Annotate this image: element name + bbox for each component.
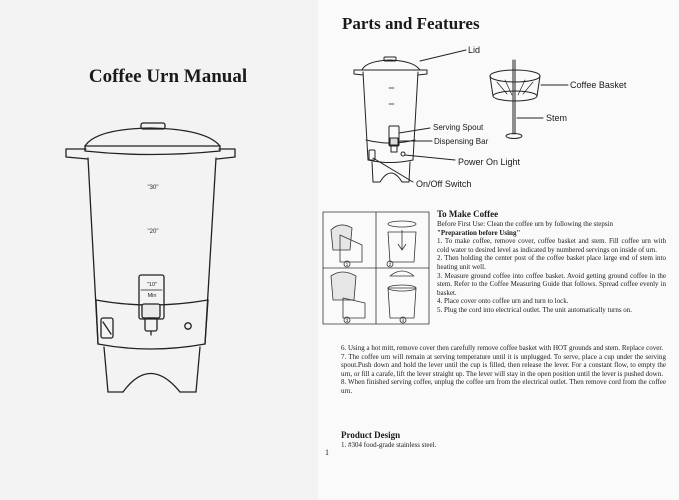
step-1: 1. To make coffee, remove cover, coffee … <box>437 237 666 254</box>
window-min-marking: Min <box>148 293 157 299</box>
step-2: 2. Then holding the center post of the c… <box>437 254 666 271</box>
label-stem: Stem <box>546 113 568 123</box>
level-20-marking: "20" <box>148 229 159 235</box>
step-number-1: 1 <box>346 262 349 267</box>
instructions-narrow: Before First Use: Clean the coffee urn b… <box>437 220 666 315</box>
parts-diagram <box>353 49 569 183</box>
coffee-urn-illustration: "30" "20" "10" Min <box>65 122 236 393</box>
intro-line-1: Before First Use: Clean the coffee urn b… <box>437 220 613 228</box>
step-4: 4. Place cover onto coffee urn and turn … <box>437 297 569 306</box>
step-5: 5. Plug the cord into electrical outlet.… <box>437 305 633 314</box>
level-30-marking: "30" <box>148 185 159 191</box>
product-design-list: 1. #304 food-grade stainless steel. <box>341 441 666 450</box>
step-number-4: 4 <box>402 318 405 323</box>
label-on-off-switch: On/Off Switch <box>416 179 472 189</box>
label-coffee-basket: Coffee Basket <box>570 80 627 90</box>
parts-and-features-title: Parts and Features <box>342 14 480 33</box>
step-number-2: 2 <box>389 262 392 267</box>
label-power-on-light: Power On Light <box>458 157 521 167</box>
instructions-wide: 6. Using a hot mitt, remove cover then c… <box>341 344 666 396</box>
label-dispensing-bar: Dispensing Bar <box>434 137 489 146</box>
product-design-heading: Product Design <box>341 430 401 440</box>
step-8: 8. When finished serving coffee, unplug … <box>341 378 666 395</box>
to-make-coffee-heading: To Make Coffee <box>437 209 499 219</box>
step-7: 7. The coffee urn will remain at serving… <box>341 352 666 378</box>
step-number-3: 3 <box>346 318 349 323</box>
label-lid: Lid <box>468 45 481 55</box>
step-3: 3. Measure ground coffee into coffee bas… <box>437 271 666 297</box>
step-6: 6. Using a hot mitt, remove cover then c… <box>341 344 664 352</box>
window-level-marking: "10" <box>147 282 157 288</box>
intro-line-2: "Preparation before Using" <box>437 228 521 237</box>
page-number: 1 <box>325 448 329 457</box>
manual-title: Coffee Urn Manual <box>88 66 248 87</box>
product-design-item-1: 1. #304 food-grade stainless steel. <box>341 441 437 449</box>
left-page: Coffee Urn Manual <box>0 0 319 500</box>
label-serving-spout: Serving Spout <box>433 123 484 132</box>
